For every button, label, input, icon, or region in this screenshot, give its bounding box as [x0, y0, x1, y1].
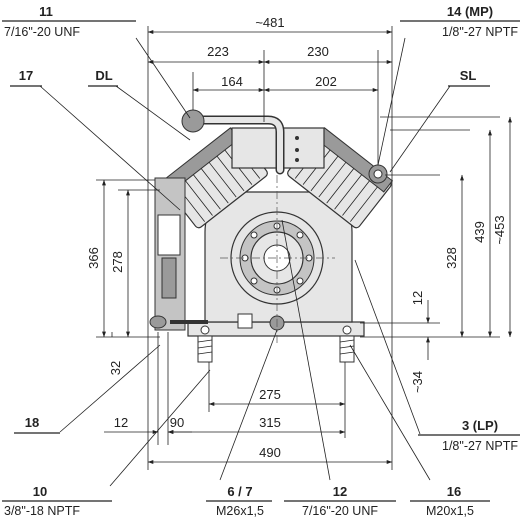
- callout-10-number: 10: [33, 484, 47, 499]
- leader-lines: [39, 37, 451, 487]
- dim-depth-34: ~34: [410, 371, 425, 393]
- callout-14: 14 (MP) 1/8"-27 NPTF: [400, 4, 520, 39]
- callout-6-7-number: 6 / 7: [227, 484, 252, 499]
- dim-bottom-12: 12: [114, 415, 128, 430]
- callout-11-number: 11: [39, 4, 53, 19]
- callout-DL: DL: [88, 68, 118, 87]
- callout-3-number: 3 (LP): [462, 418, 498, 433]
- callout-16: 16 M20x1,5: [410, 484, 490, 518]
- dim-height-32: 32: [108, 361, 123, 375]
- dim-bottom-90: 90: [170, 415, 184, 430]
- callout-3-spec: 1/8"-27 NPTF: [442, 439, 518, 453]
- dim-height-278: 278: [110, 251, 125, 273]
- dim-right-top: 230: [307, 44, 329, 59]
- callout-SL-number: SL: [460, 68, 477, 83]
- dim-bottom-315: 315: [259, 415, 281, 430]
- callout-12-number: 12: [333, 484, 347, 499]
- callout-10-spec: 3/8"-18 NPTF: [4, 504, 80, 518]
- dim-left-inner: 164: [221, 74, 243, 89]
- callout-SL: SL: [448, 68, 490, 87]
- callout-16-number: 16: [447, 484, 461, 499]
- callout-16-spec: M20x1,5: [426, 504, 474, 518]
- dim-bottom-490: 490: [259, 445, 281, 460]
- dim-bottom-275: 275: [259, 387, 281, 402]
- callout-18: 18: [14, 415, 60, 434]
- dim-right-inner: 202: [315, 74, 337, 89]
- callout-18-number: 18: [25, 415, 39, 430]
- compressor-body: [149, 109, 394, 363]
- vibration-mount-right: [339, 325, 355, 363]
- dim-height-453: ~453: [492, 215, 507, 244]
- callout-11: 11 7/16"-20 UNF: [2, 4, 136, 39]
- discharge-valve: [181, 109, 205, 133]
- dim-height-328: 328: [444, 247, 459, 269]
- callout-14-number: 14 (MP): [447, 4, 493, 19]
- dim-left-top: 223: [207, 44, 229, 59]
- dim-height-366: 366: [86, 247, 101, 269]
- callout-12-spec: 7/16"-20 UNF: [302, 504, 378, 518]
- vibration-mount-left: [197, 325, 213, 363]
- callout-6-7-spec: M26x1,5: [216, 504, 264, 518]
- callout-17: 17: [10, 68, 42, 87]
- dim-overall-width: ~481: [255, 15, 284, 30]
- dimension-labels: ~481 223 230 164 202 275 315 490 12 90 3…: [86, 15, 507, 460]
- callout-14-spec: 1/8"-27 NPTF: [442, 25, 518, 39]
- callout-12: 12 7/16"-20 UNF: [284, 484, 396, 518]
- dim-small-12: 12: [410, 291, 425, 305]
- callout-3: 3 (LP) 1/8"-27 NPTF: [418, 418, 520, 453]
- callout-17-number: 17: [19, 68, 33, 83]
- callout-DL-number: DL: [95, 68, 112, 83]
- callout-11-spec: 7/16"-20 UNF: [4, 25, 80, 39]
- callout-10: 10 3/8"-18 NPTF: [2, 484, 112, 518]
- callout-6-7: 6 / 7 M26x1,5: [206, 484, 272, 518]
- dim-height-439: 439: [472, 221, 487, 243]
